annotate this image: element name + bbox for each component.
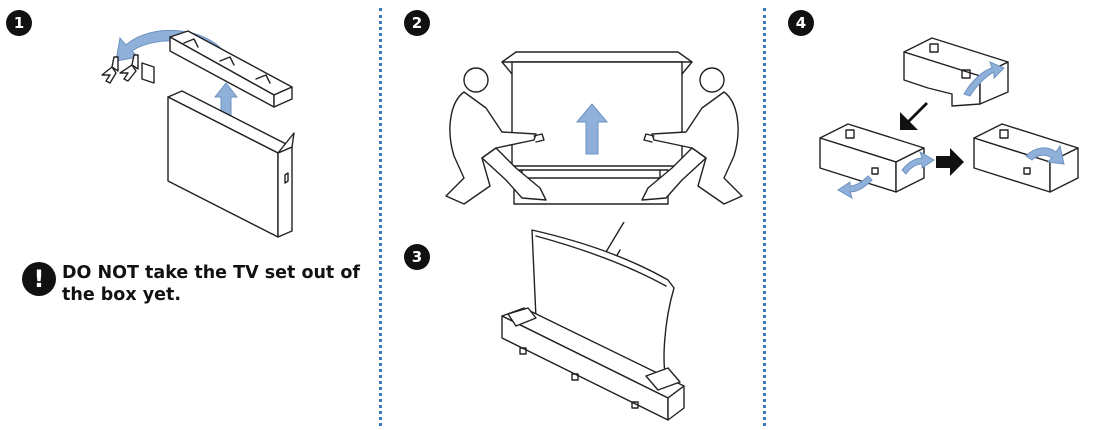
step-4-illustration xyxy=(819,37,1079,200)
warning-text: DO NOT take the TV set out of the box ye… xyxy=(62,263,361,305)
divider-left xyxy=(379,8,382,426)
step-1-illustration xyxy=(101,29,295,238)
divider-right xyxy=(763,8,766,426)
person-left xyxy=(445,67,547,205)
down-left-arrow-icon xyxy=(900,102,928,130)
right-arrow-icon xyxy=(936,148,964,176)
step-1-badge: 1 xyxy=(6,10,32,36)
foam-insert-right xyxy=(973,123,1079,193)
step-3-illustration xyxy=(501,222,685,421)
foam-insert-top xyxy=(903,37,1009,107)
warning-icon: ! xyxy=(22,262,56,296)
step-2-badge: 2 xyxy=(404,10,430,36)
person-right xyxy=(641,67,743,205)
accessory-pack-icon xyxy=(141,62,155,84)
up-arrow-icon xyxy=(575,103,609,155)
foam-insert-left xyxy=(819,123,935,200)
step-2-illustration xyxy=(445,51,743,205)
step-4-badge: 4 xyxy=(788,10,814,36)
foam-insert xyxy=(169,30,293,108)
stand-icon xyxy=(101,54,139,84)
tv-box xyxy=(167,90,295,238)
foam-base xyxy=(501,307,685,421)
step-3-badge: 3 xyxy=(404,244,430,270)
up-arrow-icon xyxy=(213,82,239,118)
